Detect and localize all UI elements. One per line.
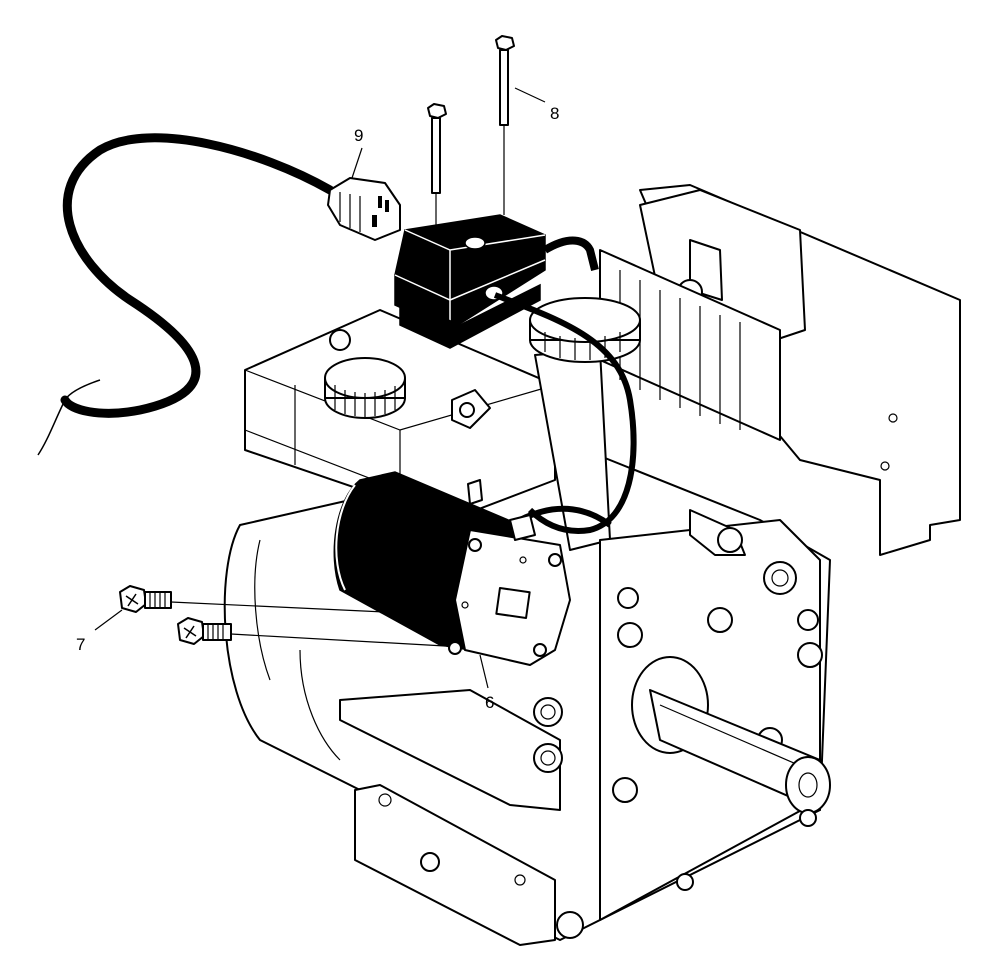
starter-bolt-upper [119,585,386,613]
leader-6 [479,654,489,689]
cord-plug [327,177,401,241]
callout-part-6: 6 [485,693,495,712]
starter-motor [333,471,571,666]
leader-9 [351,147,363,179]
callout-part-7: 7 [76,635,86,654]
starter-wire [493,236,637,534]
screw-long [495,35,515,215]
starter-bolt-lower [177,617,446,647]
callout-part-9: 9 [354,126,364,145]
leader-7 [94,609,123,631]
callout-part-8: 8 [550,104,560,123]
engine-body [223,184,961,946]
power-cord [37,133,335,456]
starter-switch-box [394,214,546,349]
leader-8 [514,87,546,103]
